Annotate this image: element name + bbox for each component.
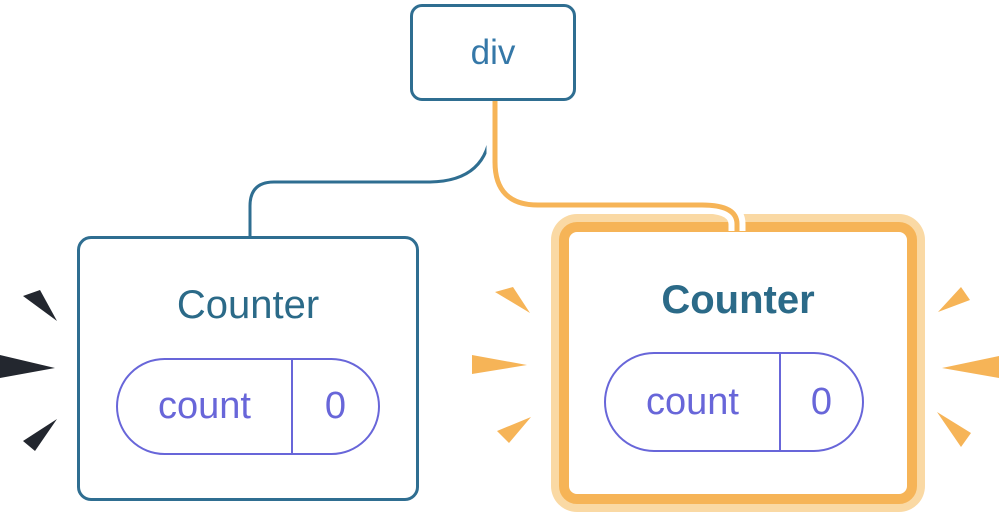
edge-highlight-casing (486, 101, 746, 231)
spark-icon (23, 290, 57, 321)
spark-icon (472, 355, 527, 374)
spark-icon (942, 356, 999, 378)
component-card-left: Counter count 0 (77, 236, 419, 501)
state-divider (291, 360, 293, 453)
edge-parent-to-right-counter (492, 101, 740, 231)
state-pill: count 0 (116, 358, 380, 455)
state-value-cell: 0 (810, 380, 833, 423)
spark-icon (23, 419, 57, 451)
state-divider (779, 354, 781, 450)
spark-icon (0, 355, 55, 378)
state-key-cell: count (646, 380, 739, 423)
component-card-right: Counter count 0 (559, 222, 917, 504)
state-value-cell: 0 (324, 385, 347, 427)
spark-icon (497, 417, 531, 443)
state-key-cell: count (158, 385, 251, 427)
component-title: Counter (661, 278, 815, 322)
component-highlight-ring: Counter count 0 (551, 214, 925, 512)
spark-icon (937, 412, 971, 447)
state-pill: count 0 (604, 352, 864, 452)
spark-icon (495, 287, 530, 313)
root-node-label: div (470, 32, 516, 72)
tree-root-node: div (410, 4, 576, 101)
spark-icon (938, 287, 970, 312)
component-title: Counter (176, 283, 320, 327)
